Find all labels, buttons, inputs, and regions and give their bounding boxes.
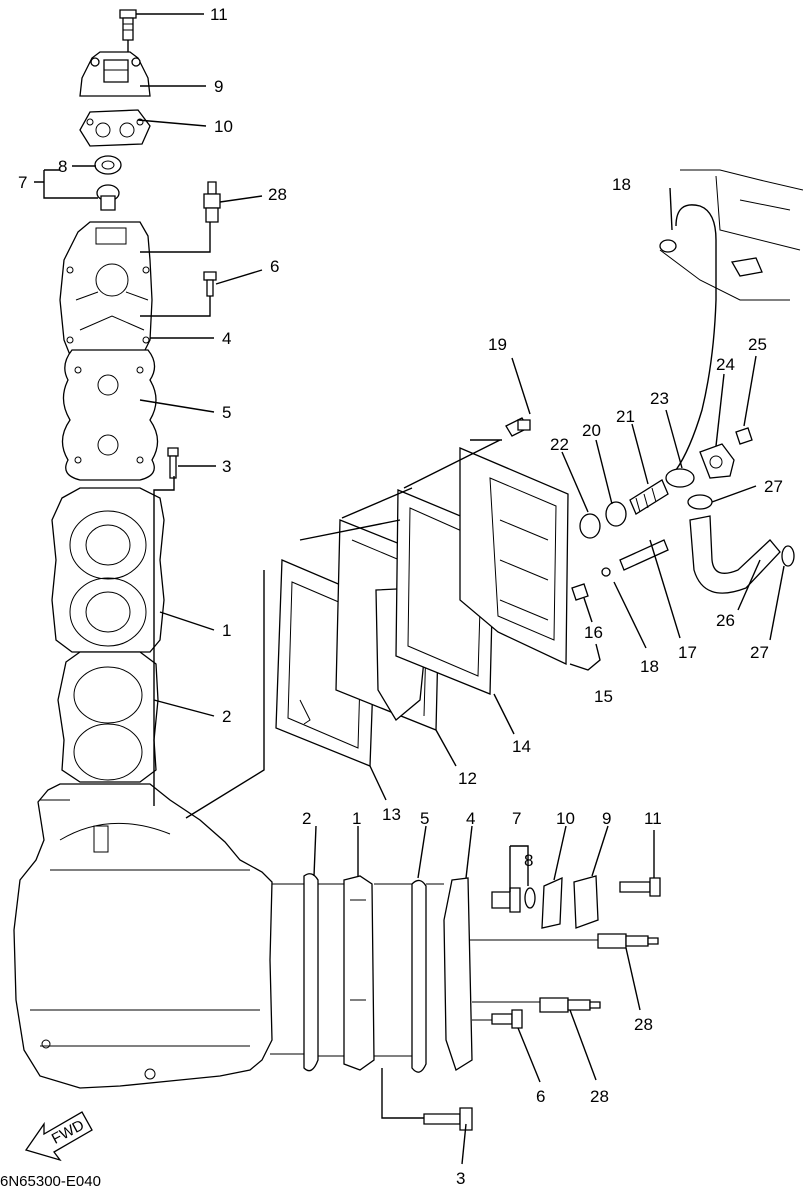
callout-4: 4: [222, 329, 231, 348]
clamp-27-b: [781, 545, 795, 567]
cylinder-block-1: [51, 487, 165, 653]
fwd-arrow-icon: FWD: [24, 1111, 93, 1162]
callout-8: 8: [58, 157, 67, 176]
gasket-10: [79, 109, 151, 147]
side-view-bolt-11: [619, 877, 661, 897]
callout-28-b: 28: [634, 1015, 653, 1034]
diagram-code: 6N65300-E040: [0, 1173, 101, 1187]
hose-18-top: [659, 204, 717, 471]
callout-labels: 11 9 10 8 7 28 6 4 5 3 1 2 18 19 22 20 2…: [18, 5, 783, 1187]
callout-10-b: 10: [556, 809, 575, 828]
exhaust-inner-cover-15: [459, 447, 569, 666]
callout-18-b: 18: [640, 657, 659, 676]
callout-10: 10: [214, 117, 233, 136]
side-view-spark-plug-28-b: [539, 997, 601, 1013]
callout-19: 19: [488, 335, 507, 354]
thermostat-cover-9: [79, 51, 151, 97]
callout-15: 15: [594, 687, 613, 706]
callout-7-b: 7: [512, 809, 521, 828]
callout-11-b: 11: [644, 809, 662, 828]
gasket-23: [665, 468, 695, 488]
callout-5: 5: [222, 403, 231, 422]
clamp-27-a: [687, 494, 713, 510]
side-view-bolt-3: [423, 1107, 473, 1131]
callout-1: 1: [222, 621, 231, 640]
side-view-block-1: [343, 875, 375, 1071]
callout-5-b: 5: [420, 809, 429, 828]
callout-28: 28: [268, 185, 287, 204]
side-view-spark-plug-28-a: [597, 933, 659, 949]
pipe-17: [619, 539, 669, 571]
bolt-6-top: [203, 271, 217, 297]
side-view-thermostat-7: [491, 887, 521, 913]
spark-plug-28-top: [203, 181, 221, 223]
callout-6: 6: [270, 257, 279, 276]
callout-24: 24: [716, 355, 735, 374]
callout-27-b: 27: [750, 643, 769, 662]
callout-8-b: 8: [524, 851, 533, 870]
cylinder-head-cover-4: [59, 221, 153, 369]
callout-6-b: 6: [536, 1087, 545, 1106]
bolt-3-top: [167, 447, 179, 479]
callout-28-c: 28: [590, 1087, 609, 1106]
spring-valve-22-20-21: [579, 479, 669, 539]
callout-18: 18: [612, 175, 631, 194]
callout-25: 25: [748, 335, 767, 354]
thermostat-7: [96, 184, 120, 211]
callout-9: 9: [214, 77, 223, 96]
side-view-bolt-6: [491, 1009, 523, 1029]
side-view-gasket-10: [541, 876, 563, 929]
callout-11: 11: [210, 5, 228, 24]
bolt-25: [735, 427, 753, 445]
bolt-16: [571, 583, 589, 601]
bolt-11-top: [119, 9, 137, 41]
callout-13: 13: [382, 805, 401, 824]
side-view-seal-8: [524, 887, 536, 909]
leader-lines: [34, 13, 785, 1165]
callout-4-b: 4: [466, 809, 475, 828]
callout-23: 23: [650, 389, 669, 408]
callout-16: 16: [584, 623, 603, 642]
seal-8: [94, 155, 122, 175]
bolt-19: [505, 417, 531, 437]
gasket-5: [61, 349, 159, 481]
engine-housing-corner: [659, 169, 803, 301]
head-gasket-2: [57, 651, 159, 783]
side-view-cover-4: [443, 877, 473, 1071]
hose-26: [689, 515, 781, 594]
callout-12: 12: [458, 769, 477, 788]
housing-24: [699, 443, 735, 479]
callout-2: 2: [222, 707, 231, 726]
callout-1-b: 1: [352, 809, 361, 828]
callout-22: 22: [550, 435, 569, 454]
callout-9-b: 9: [602, 809, 611, 828]
callout-2-b: 2: [302, 809, 311, 828]
callout-20: 20: [582, 421, 601, 440]
callout-26: 26: [716, 611, 735, 630]
oring-18-b: [601, 567, 611, 577]
callout-3-b: 3: [456, 1169, 465, 1187]
callout-17: 17: [678, 643, 697, 662]
callout-3: 3: [222, 457, 231, 476]
side-view-gasket-2: [303, 873, 319, 1072]
callout-27-a: 27: [764, 477, 783, 496]
callout-14: 14: [512, 737, 531, 756]
engine-block-main: [13, 783, 273, 1089]
side-view-gasket-5: [411, 879, 427, 1073]
callout-21: 21: [616, 407, 635, 426]
side-view-cover-9: [573, 875, 599, 929]
callout-7: 7: [18, 173, 27, 192]
